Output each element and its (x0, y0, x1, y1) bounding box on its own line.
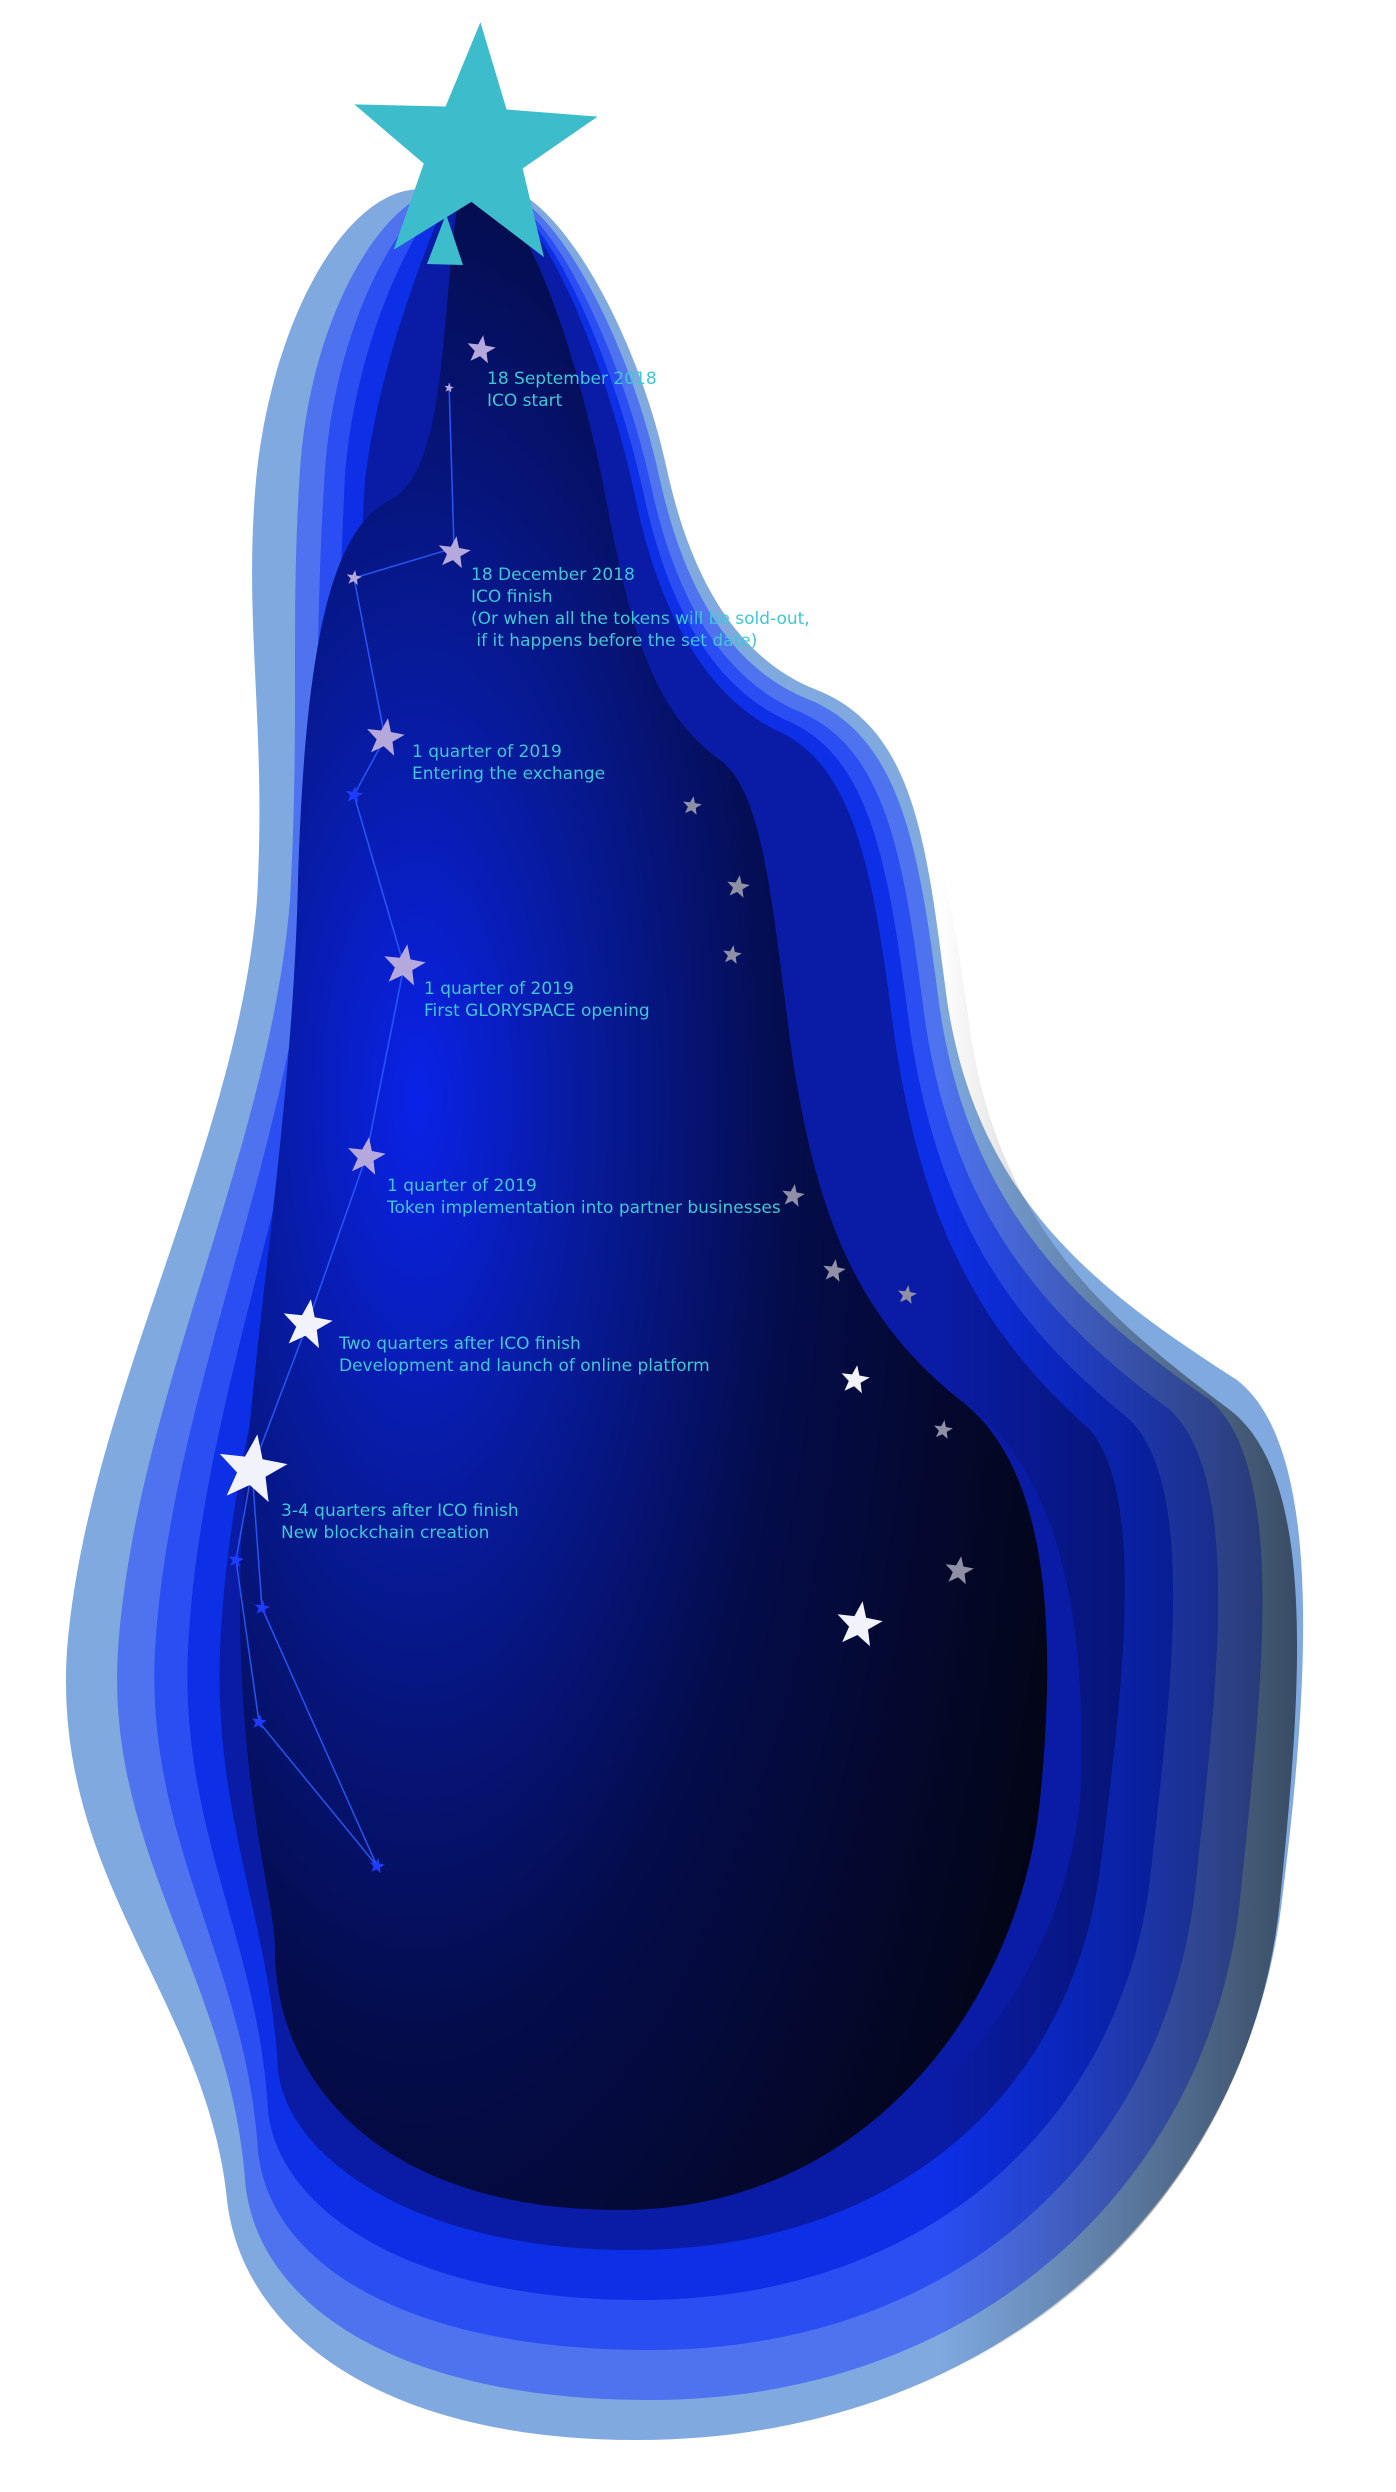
constellation-line (365, 965, 405, 1158)
star-icon (384, 944, 426, 986)
milestone-event: ICO start (487, 391, 563, 411)
star-icon (444, 383, 454, 393)
star-icon (837, 1601, 883, 1647)
milestone-online-platform: Two quarters after ICO finish Developmen… (339, 1333, 710, 1377)
milestone-event: Entering the exchange (412, 764, 606, 784)
milestone-event: First GLORYSPACE opening (424, 1001, 650, 1021)
milestone-token-implementation: 1 quarter of 2019 Token implementation i… (387, 1175, 781, 1219)
milestone-date: 1 quarter of 2019 (412, 742, 562, 762)
milestone-date: 18 September 2018 (487, 369, 657, 389)
top-star-tip (427, 214, 463, 265)
star-icon (841, 1365, 870, 1394)
constellation-line (353, 547, 455, 579)
star-icon (727, 875, 750, 898)
top-star-icon (354, 22, 598, 258)
milestone-ico-start: 18 September 2018 ICO start (487, 368, 657, 412)
side-shadow (500, 190, 1298, 2440)
star-icon (723, 945, 742, 964)
constellation-lines (235, 382, 455, 1867)
milestone-ico-finish: 18 December 2018 ICO finish (Or when all… (471, 564, 810, 652)
milestone-note: if it happens before the set date) (471, 631, 758, 651)
star-icon (346, 570, 362, 586)
star-icon (283, 1299, 333, 1349)
star-icon (898, 1285, 917, 1304)
star-icon (438, 536, 471, 569)
milestone-gloryspace: 1 quarter of 2019 First GLORYSPACE openi… (424, 978, 650, 1022)
star-icon (254, 1600, 270, 1616)
star-icon (467, 335, 496, 364)
star-icon (219, 1434, 288, 1502)
milestone-event: ICO finish (471, 587, 553, 607)
milestone-event: New blockchain creation (281, 1523, 490, 1543)
milestone-date: 1 quarter of 2019 (424, 979, 574, 999)
milestone-date: 18 December 2018 (471, 565, 635, 585)
sky-core (240, 190, 1048, 2210)
star-icon (369, 1858, 385, 1874)
star-icon (228, 1552, 244, 1568)
star-icon (782, 1184, 805, 1207)
star-icon (346, 786, 363, 803)
star-icon (348, 1137, 386, 1175)
star-icon (945, 1556, 974, 1585)
star-icon (823, 1259, 846, 1282)
milestone-note: (Or when all the tokens will be sold-out… (471, 609, 810, 629)
milestone-date: 3-4 quarters after ICO finish (281, 1501, 519, 1521)
constellation-line (353, 577, 386, 739)
milestone-date: Two quarters after ICO finish (339, 1334, 581, 1354)
star-icon (367, 718, 405, 756)
milestone-event: Token implementation into partner busine… (387, 1198, 781, 1218)
constellation-line (251, 1324, 308, 1471)
stars-layer (219, 335, 974, 1874)
star-icon (251, 1714, 267, 1730)
constellation-line (306, 1156, 367, 1326)
milestone-date: 1 quarter of 2019 (387, 1176, 537, 1196)
constellation-line (235, 1559, 260, 1723)
milestone-event: Development and launch of online platfor… (339, 1356, 710, 1376)
milestone-blockchain: 3-4 quarters after ICO finish New blockc… (281, 1500, 519, 1544)
star-icon (934, 1420, 953, 1439)
constellation-line (261, 1607, 378, 1867)
constellation-line (251, 1469, 263, 1609)
milestone-exchange: 1 quarter of 2019 Entering the exchange (412, 741, 605, 785)
constellation-line (258, 1721, 378, 1867)
constellation-line (353, 794, 405, 967)
constellation-line (448, 382, 455, 549)
star-icon (683, 796, 702, 815)
